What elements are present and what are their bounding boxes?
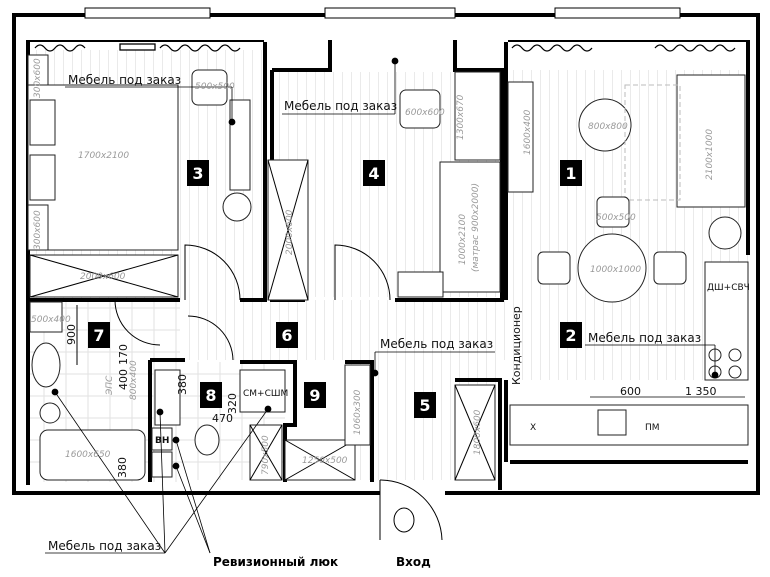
size-label: 500x500 <box>195 82 235 92</box>
dimension-label: 380 <box>176 374 189 395</box>
size-label: 1000x1000 <box>590 265 641 275</box>
dimension-label: 400 <box>117 369 130 390</box>
dimension-label: 470 <box>212 412 233 425</box>
size-label: 300x600 <box>33 58 43 98</box>
room-number-4: 4 <box>368 164 379 183</box>
interior-walls <box>28 40 508 490</box>
label-eps: ЭПС <box>105 375 115 396</box>
exterior-walls <box>12 7 760 495</box>
dimensions: 900 400 170 380 380 320 470 600 1 350 <box>65 305 717 478</box>
size-label: 1600x400 <box>523 109 533 155</box>
label-entrance: Вход <box>396 555 431 569</box>
size-label: ПМ <box>645 423 660 433</box>
dimension-label: 170 <box>117 344 130 365</box>
dimension-label: 380 <box>116 457 129 478</box>
bathroom-fixtures <box>29 301 496 481</box>
size-label: 1800x600 <box>473 409 483 455</box>
dimension-label: 900 <box>65 324 78 345</box>
size-label: 2100x1000 <box>705 129 715 180</box>
dimension-label: 320 <box>226 393 239 414</box>
room-1-furniture <box>507 74 749 446</box>
size-label: 1700x2100 <box>78 151 129 161</box>
size-label: 2000x600 <box>285 209 295 255</box>
size-label: 800x400 <box>129 360 139 400</box>
size-label: 500x400 <box>31 315 71 325</box>
size-label: ВН <box>155 436 169 446</box>
size-label: СМ+СШМ <box>243 389 288 399</box>
label-inspection-hatch: Ревизионный люк <box>213 555 338 569</box>
annotations: Мебель под заказ Мебель под заказ Мебель… <box>48 73 701 569</box>
room-number-7: 7 <box>93 326 104 345</box>
size-label: 300x600 <box>33 210 43 250</box>
size-label: 800x800 <box>588 122 628 132</box>
room-number-5: 5 <box>419 396 430 415</box>
room-number-1: 1 <box>565 164 576 183</box>
room-number-3: 3 <box>192 164 203 183</box>
size-label: 600x600 <box>405 108 445 118</box>
size-label: ДШ+СВЧ <box>707 283 750 293</box>
curtains <box>34 43 736 52</box>
room-number-9: 9 <box>309 386 320 405</box>
size-label: 500x500 <box>596 213 636 223</box>
room-number-8: 8 <box>205 386 216 405</box>
room-number-6: 6 <box>281 326 292 345</box>
size-label: 2000x600 <box>80 272 126 282</box>
label-custom-furniture-room4: Мебель под заказ <box>284 99 397 113</box>
size-label: 1060x300 <box>353 389 363 435</box>
doors <box>114 244 443 541</box>
label-custom-furniture-room3: Мебель под заказ <box>68 73 181 87</box>
room-numbers: 3 4 1 2 6 7 8 9 5 <box>88 160 582 418</box>
room-4-furniture <box>267 71 501 301</box>
size-label: 1000x2100 <box>458 214 468 265</box>
label-custom-furniture-bath: Мебель под заказ <box>48 539 161 553</box>
size-label: Х <box>530 423 536 433</box>
label-air-conditioner: Кондиционер <box>510 306 523 385</box>
dimension-label: 1 350 <box>685 385 717 398</box>
room-3-furniture <box>27 54 252 298</box>
label-custom-furniture-hall: Мебель под заказ <box>380 337 493 351</box>
size-label: 1300x670 <box>456 94 466 140</box>
size-label: 790x500 <box>261 435 271 475</box>
dimension-label: 600 <box>620 385 641 398</box>
label-custom-furniture-kitchen: Мебель под заказ <box>588 331 701 345</box>
size-label: 1600x650 <box>65 450 111 460</box>
size-label: 1250x500 <box>302 456 348 466</box>
furniture-sizes: 300x600 500x500 1700x2100 300x600 2000x6… <box>31 58 750 475</box>
room-number-2: 2 <box>565 326 576 345</box>
leader-lines <box>45 57 745 554</box>
size-label: (матрас 900x2000) <box>471 183 481 272</box>
